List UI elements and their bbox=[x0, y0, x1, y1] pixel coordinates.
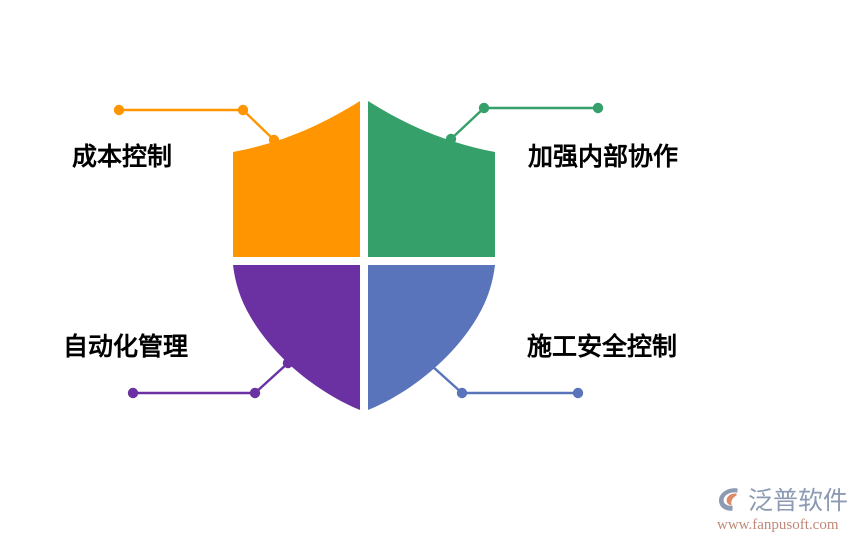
brand-name: 泛普软件 bbox=[748, 487, 847, 515]
shield-graphic bbox=[233, 101, 495, 410]
connector-construction-safety bbox=[430, 364, 584, 399]
label-internal-collaboration: 加强内部协作 bbox=[528, 143, 679, 171]
connector-dot bbox=[127, 387, 139, 399]
connector-dot bbox=[237, 104, 249, 116]
connector-dot bbox=[445, 133, 457, 145]
connector-dot bbox=[592, 102, 604, 114]
label-construction-safety: 施工安全控制 bbox=[527, 333, 678, 361]
connector-automated-management bbox=[127, 357, 294, 399]
shield-quadrant-bottom-right[interactable] bbox=[368, 265, 495, 410]
connector-dot bbox=[572, 387, 584, 399]
label-cost-control: 成本控制 bbox=[72, 143, 173, 171]
connector-dot bbox=[478, 102, 490, 114]
brand-row: 泛普软件 bbox=[716, 482, 847, 516]
connector-dot bbox=[456, 387, 468, 399]
shield-quadrant-bottom-left[interactable] bbox=[233, 265, 360, 410]
brand-watermark: 泛普软件 www.fanpusoft.com bbox=[716, 482, 847, 538]
connector-dot bbox=[249, 387, 261, 399]
connector-dot bbox=[268, 134, 280, 146]
connector-cost-control bbox=[113, 104, 280, 146]
label-automated-management: 自动化管理 bbox=[63, 333, 189, 361]
brand-url: www.fanpusoft.com bbox=[717, 517, 839, 533]
connector-dot bbox=[282, 357, 294, 369]
connector-dot bbox=[113, 104, 125, 116]
shield-quadrant-top-right[interactable] bbox=[368, 101, 495, 257]
fanpu-logo-icon bbox=[718, 488, 738, 511]
connector-internal-collaboration bbox=[445, 102, 604, 145]
shield-quadrant-top-left[interactable] bbox=[233, 101, 360, 257]
